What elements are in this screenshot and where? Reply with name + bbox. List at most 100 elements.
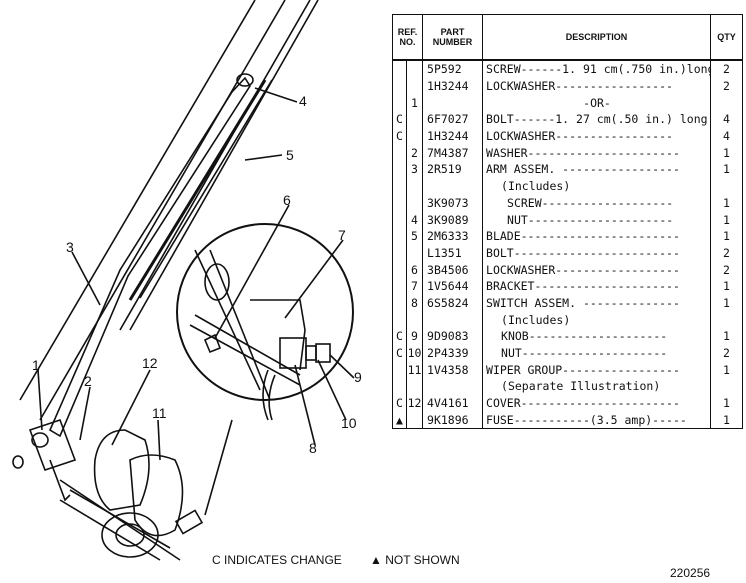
description: NUT--------------------- — [482, 211, 712, 228]
quantity: 1 — [710, 361, 744, 379]
figure-number: 220256 — [670, 566, 711, 580]
description: -OR- — [482, 94, 712, 112]
callout-11: 11 — [152, 405, 167, 421]
ref-number: 12 — [405, 394, 424, 412]
change-mark: ▲ — [392, 411, 407, 430]
not-shown-note: ▲ NOT SHOWN — [370, 553, 460, 567]
part-number: 2R519 — [422, 161, 484, 178]
change-mark — [392, 244, 407, 262]
quantity: 1 — [710, 394, 744, 412]
change-mark: C — [392, 111, 407, 128]
part-number: 1V5644 — [422, 277, 484, 295]
ref-number: 9 — [405, 328, 424, 345]
ref-number: 6 — [405, 261, 424, 278]
ref-number: 8 — [405, 294, 424, 312]
ref-number — [405, 194, 424, 212]
description: KNOB-------------------- — [482, 328, 712, 345]
quantity: 1 — [710, 227, 744, 245]
ref-number — [405, 60, 424, 78]
callout-3: 3 — [66, 239, 74, 255]
quantity: 2 — [710, 344, 744, 362]
part-number: 6S5824 — [422, 294, 484, 312]
header-part-number: PART NUMBER — [422, 14, 484, 61]
quantity: 1 — [710, 294, 744, 312]
callout-8: 8 — [309, 440, 317, 456]
part-number: 2P4339 — [422, 344, 484, 362]
ref-number — [405, 411, 424, 430]
ref-number: 4 — [405, 211, 424, 228]
part-number — [422, 94, 484, 112]
quantity: 2 — [710, 261, 744, 278]
part-number: 9D9083 — [422, 328, 484, 345]
header-ref-no: REF. NO. — [391, 14, 424, 61]
ref-number: 3 — [405, 161, 424, 178]
description: BOLT------------------------ — [482, 244, 712, 262]
change-mark — [392, 94, 407, 112]
change-mark — [392, 60, 407, 78]
description: BRACKET--------------------- — [482, 277, 712, 295]
part-number: 1H3244 — [422, 127, 484, 145]
description: COVER----------------------- — [482, 394, 712, 412]
callout-2: 2 — [84, 373, 92, 389]
table-row: 1 -OR- — [392, 94, 744, 112]
change-mark — [392, 294, 407, 312]
quantity — [710, 94, 744, 112]
description: BOLT------1. 27 cm(.50 in.) long — [482, 111, 712, 128]
quantity: 2 — [710, 60, 744, 78]
change-mark: C — [392, 394, 407, 412]
description: FUSE-----------(3.5 amp)----- — [482, 411, 712, 430]
ref-number — [405, 378, 424, 395]
quantity: 1 — [710, 411, 744, 430]
callout-1: 1 — [32, 357, 40, 373]
part-number: 3B4506 — [422, 261, 484, 278]
description: LOCKWASHER------------------ — [482, 261, 712, 278]
header-description: DESCRIPTION — [482, 14, 712, 61]
change-mark — [392, 261, 407, 278]
quantity: 1 — [710, 211, 744, 228]
part-number: 2M6333 — [422, 227, 484, 245]
description: SCREW------1. 91 cm(.750 in.)long — [482, 60, 712, 78]
quantity: 1 — [710, 277, 744, 295]
ref-number: 7 — [405, 277, 424, 295]
change-mark — [392, 378, 407, 395]
change-mark — [392, 211, 407, 228]
ref-number: 1 — [405, 94, 424, 112]
part-number: 9K1896 — [422, 411, 484, 430]
ref-number — [405, 77, 424, 95]
callout-6: 6 — [283, 192, 291, 208]
quantity: 4 — [710, 127, 744, 145]
ref-number: 11 — [405, 361, 424, 379]
change-mark — [392, 177, 407, 195]
ref-number — [405, 244, 424, 262]
table-row: (Separate Illustration) — [392, 378, 744, 395]
change-mark: C — [392, 344, 407, 362]
description: LOCKWASHER----------------- — [482, 127, 712, 145]
table-header-row: REF. NO. PART NUMBER DESCRIPTION QTY — [391, 14, 744, 61]
change-mark — [392, 277, 407, 295]
ref-number: 2 — [405, 144, 424, 162]
part-number: 6F7027 — [422, 111, 484, 128]
part-number — [422, 378, 484, 395]
callout-7: 7 — [338, 227, 346, 243]
ref-number: 5 — [405, 227, 424, 245]
quantity — [710, 378, 744, 395]
quantity: 4 — [710, 111, 744, 128]
part-number — [422, 177, 484, 195]
header-qty: QTY — [710, 14, 744, 61]
table-row: (Includes) — [392, 311, 744, 328]
quantity: 1 — [710, 194, 744, 212]
quantity — [710, 177, 744, 195]
description: SWITCH ASSEM. -------------- — [482, 294, 712, 312]
